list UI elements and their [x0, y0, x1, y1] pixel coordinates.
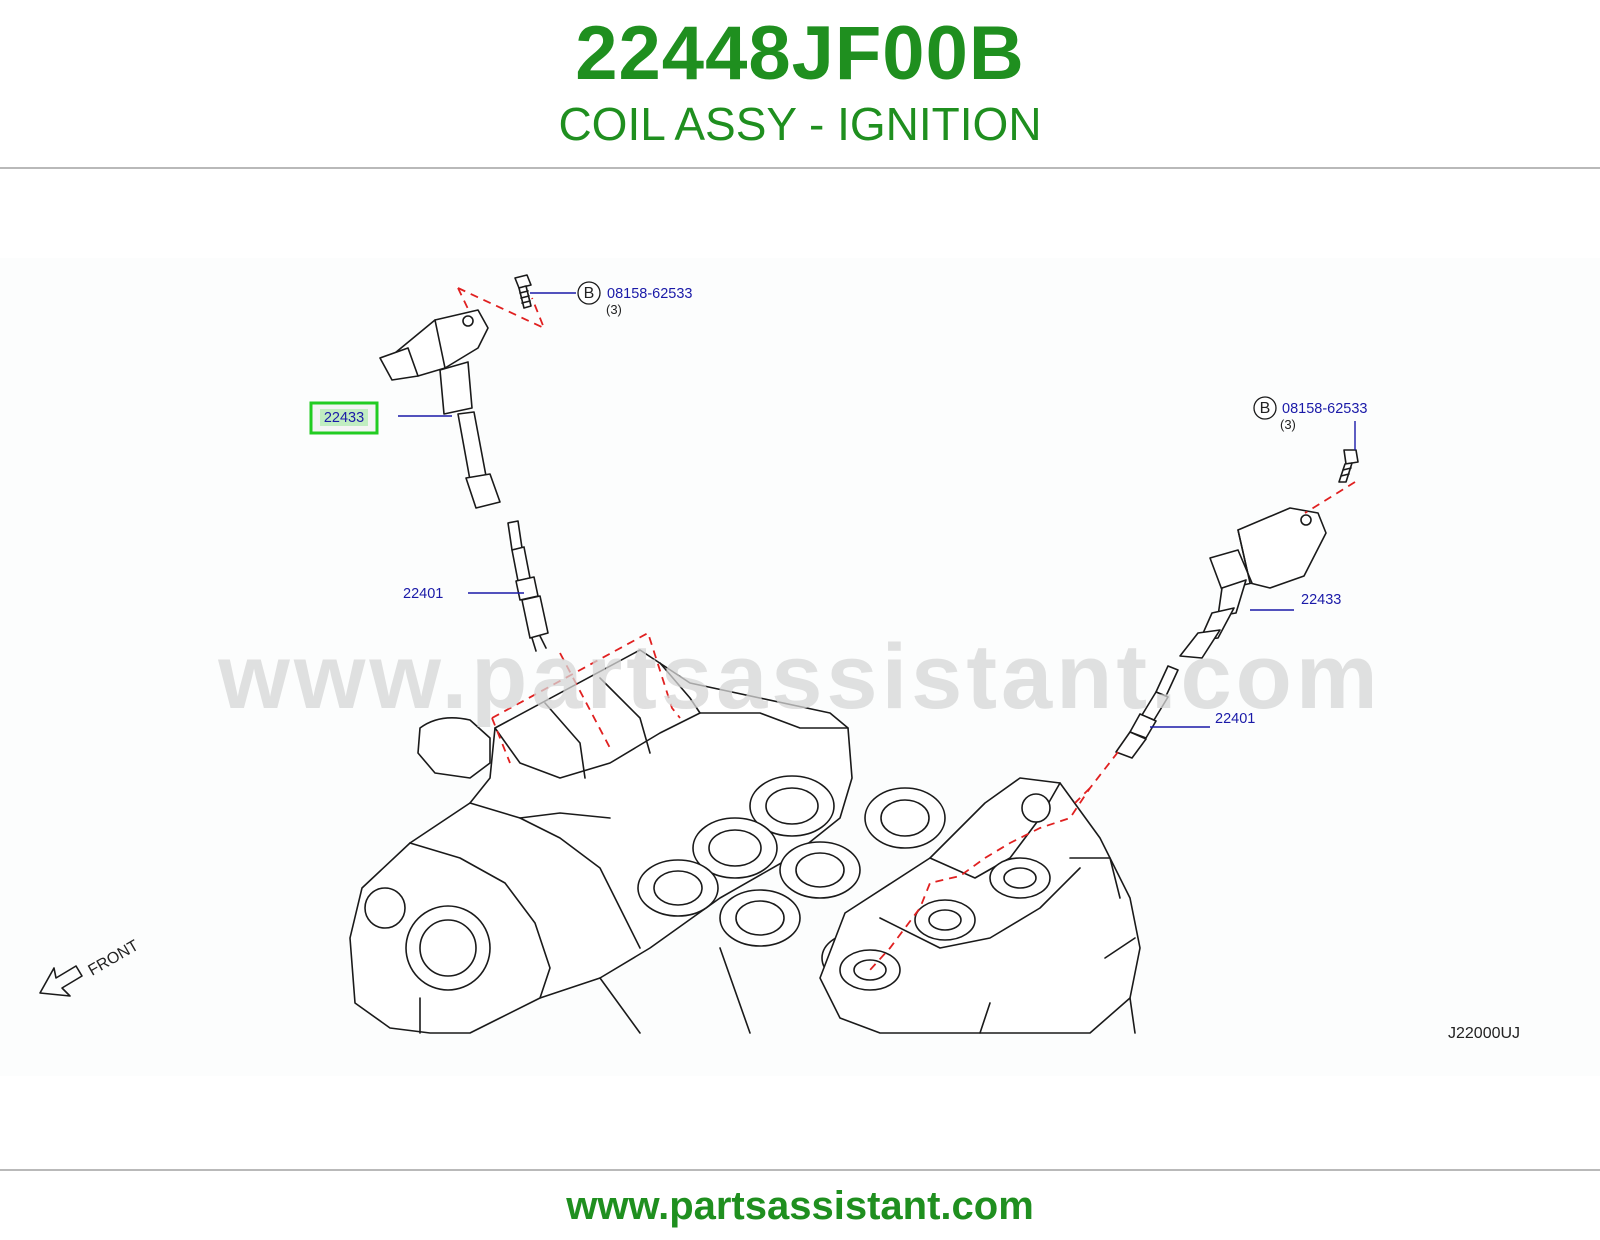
right-bolt[interactable]: [1338, 449, 1359, 483]
watermark: www.partsassistant.com: [217, 626, 1381, 728]
right-spark-plug[interactable]: [1115, 665, 1179, 759]
callout-quantity: (3): [1280, 417, 1296, 432]
parts-diagram: B 08158-62533 (3) 22433 22401 B 08158-62…: [39, 274, 1520, 1042]
bottom-divider: [0, 1169, 1600, 1171]
part-number-title: 22448JF00B: [575, 11, 1025, 96]
callout-part-number: 08158-62533: [1282, 401, 1367, 417]
front-arrow-icon: [39, 965, 83, 997]
left-bolt[interactable]: [514, 274, 532, 309]
right-ignition-coil[interactable]: [1179, 507, 1327, 659]
callout-part-number: 22401: [1215, 711, 1255, 727]
front-label: FRONT: [86, 937, 142, 979]
page-header: 22448JF00B COIL ASSY - IGNITION: [0, 0, 1600, 168]
callout-bolt-left[interactable]: B 08158-62533 (3): [530, 281, 692, 317]
callout-coil-left[interactable]: 22433: [309, 401, 452, 435]
top-divider: [0, 167, 1600, 169]
diagram-panel: [0, 258, 1600, 1076]
diagram-code: J22000UJ: [1448, 1025, 1520, 1042]
callout-plug-right[interactable]: 22401: [1150, 711, 1255, 728]
assembly-guide-lines: [457, 287, 1356, 971]
callout-part-number: 22433: [1301, 592, 1341, 608]
engine-drawing: [349, 649, 1141, 1034]
left-ignition-coil[interactable]: [379, 309, 501, 509]
callout-part-number: 22401: [403, 586, 443, 602]
callout-part-number: 08158-62533: [607, 286, 692, 302]
callout-symbol-b: B: [1260, 400, 1271, 417]
part-name-subtitle: COIL ASSY - IGNITION: [558, 98, 1042, 150]
callout-plug-left[interactable]: 22401: [403, 586, 524, 602]
callout-symbol-b: B: [584, 285, 595, 302]
front-direction-indicator: FRONT: [39, 937, 142, 997]
callout-part-number: 22433: [324, 410, 364, 426]
callout-bolt-right[interactable]: B 08158-62533 (3): [1253, 396, 1367, 450]
footer-url[interactable]: www.partsassistant.com: [566, 1184, 1034, 1228]
callout-quantity: (3): [606, 302, 622, 317]
callout-coil-right[interactable]: 22433: [1250, 592, 1341, 611]
left-spark-plug[interactable]: [507, 520, 549, 652]
